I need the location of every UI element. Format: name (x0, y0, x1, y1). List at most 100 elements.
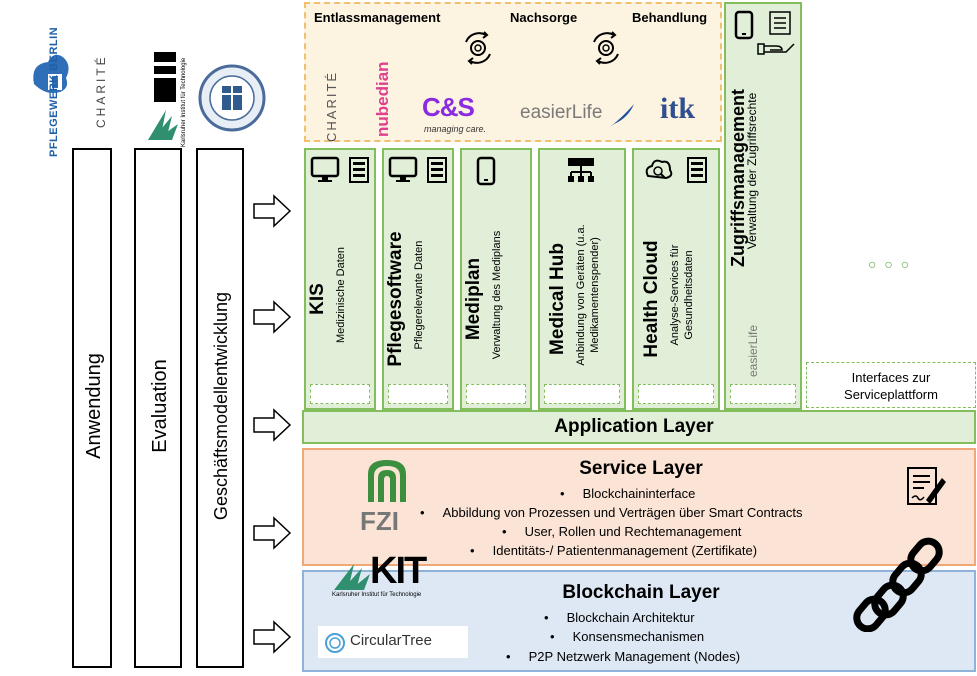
easierlife-logo: easierLife (520, 102, 603, 123)
blockchain-bullet-1: • Blockchain Architektur (544, 610, 695, 625)
kit-left-logo (146, 50, 186, 142)
pillar-geschaeft: Geschäftsmodellentwicklung (196, 148, 244, 668)
smartphone-icon (734, 10, 754, 40)
more-modules-ellipsis: ○ ○ ○ (868, 256, 912, 272)
kit-left-sub: Karlsruher Institut für Technologie (181, 57, 187, 147)
pillar-geschaeft-label: Geschäftsmodellentwicklung (211, 291, 231, 521)
module-health-cloud-sub-2: Gesundheitsdaten (683, 250, 695, 340)
blockchain-bullet-2-text: Konsensmechanismen (572, 629, 705, 644)
module-health-cloud[interactable]: Health Cloud Analyse-Services für Gesund… (632, 148, 720, 410)
module-health-cloud-sub-1: Analyse-Services für (669, 244, 681, 346)
module-health-cloud-interface (638, 384, 714, 404)
server-icon (427, 157, 447, 183)
charite-left-text: CHARITÉ (94, 54, 108, 128)
monitor-icon (310, 156, 340, 182)
arrow-right-icon (253, 408, 292, 442)
module-kis[interactable]: KIS Medizinische Daten (304, 148, 376, 410)
service-bullet-4: • Identitäts-/ Patientenmanagement (Zert… (470, 543, 758, 558)
pflegewerk-logo (26, 44, 76, 102)
module-kis-interface (310, 384, 370, 404)
module-kis-sub: Medizinische Daten (335, 247, 347, 343)
blockchain-bullet-3: • P2P Netzwerk Management (Nodes) (506, 649, 741, 664)
hand-icon (757, 43, 795, 55)
module-pflegesoftware-sub: Pflegerelevante Daten (413, 240, 425, 350)
module-medical-hub-title: Medical Hub (547, 243, 568, 355)
charite-logo: CHARITÉ (324, 70, 339, 142)
kit-logo-sub: Karlsruher Institut für Technologie (332, 592, 422, 598)
application-layer[interactable]: Application Layer (302, 410, 976, 444)
pillar-evaluation: Evaluation (134, 148, 182, 668)
module-pflegesoftware[interactable]: Pflegesoftware Pflegerelevante Daten (382, 148, 454, 410)
smartphone-icon (476, 156, 496, 186)
module-kis-title: KIS (307, 283, 328, 315)
circulartree-logo-box: CircularTree (318, 626, 468, 658)
module-pflegesoftware-interface (388, 384, 448, 404)
partner-box: Entlassmanagement Nachsorge Behandlung C… (304, 2, 722, 142)
fzi-logo-text: FZI (360, 506, 399, 536)
feather-icon (608, 104, 634, 128)
checklist-icon (769, 11, 791, 35)
module-medical-hub-sub-2: Medikamentenspender) (589, 237, 601, 353)
arrow-right-icon (253, 300, 292, 334)
itk-logo: itk (660, 92, 696, 125)
arrow-right-icon (253, 194, 292, 228)
arrow-right-icon (253, 620, 292, 654)
module-health-cloud-title: Health Cloud (641, 240, 662, 358)
service-bullet-1-text: Blockchaininterface (582, 486, 696, 501)
service-bullet-3: • User, Rollen und Rechtemanagement (502, 524, 742, 539)
pflegewerk-text: PFLEGEWERK BERLIN (48, 26, 60, 157)
kit-logo-text: KIT (370, 550, 427, 592)
arrow-right-icon (253, 516, 292, 550)
fzi-logo-icon (368, 460, 406, 502)
application-layer-title: Application Layer (554, 416, 714, 437)
server-icon (349, 157, 369, 183)
blockchain-layer[interactable]: Blockchain Layer • Blockchain Architektu… (302, 537, 976, 672)
service-bullet-2: • Abbildung von Prozessen und Verträgen … (420, 505, 803, 520)
label-nachsorge: Nachsorge (510, 10, 578, 25)
label-behandlung: Behandlung (632, 10, 708, 25)
interfaces-label: Interfaces zur Serviceplattform (844, 370, 938, 402)
cloud-search-icon (645, 159, 673, 180)
pillar-anwendung-label: Anwendung (83, 353, 105, 459)
blockchain-bullet-2: • Konsensmechanismen (550, 629, 705, 644)
chain-link-icon (853, 537, 943, 632)
network-hub-icon (568, 158, 594, 182)
service-bullet-3-text: User, Rollen und Rechtemanagement (524, 524, 742, 539)
module-mediplan-interface (466, 384, 526, 404)
cycle-gear-icon (593, 31, 619, 65)
service-bullet-1: • Blockchaininterface (560, 486, 696, 501)
blockchain-bullet-3-text: P2P Netzwerk Management (Nodes) (528, 649, 741, 664)
circulartree-icon (325, 633, 345, 653)
cs-logo: C&S (422, 92, 475, 122)
service-layer[interactable]: Service Layer • Blockchaininterface • Ab… (302, 448, 976, 566)
service-bullet-2-text: Abbildung von Prozessen und Verträgen üb… (442, 505, 803, 520)
nubedian-logo: nubedian (373, 61, 392, 137)
cycle-gear-icon (465, 31, 491, 65)
interfaces-box: Interfaces zur Serviceplattform (806, 362, 976, 408)
university-seal (198, 64, 266, 132)
service-layer-title: Service Layer (579, 458, 703, 479)
pillar-evaluation-label: Evaluation (149, 359, 171, 453)
module-mediplan-sub: Verwaltung des Mediplans (491, 230, 503, 360)
cs-logo-sub: managing care. (424, 124, 487, 134)
contract-sign-icon (907, 467, 946, 505)
blockchain-bullet-1-text: Blockchain Architektur (566, 610, 695, 625)
service-bullet-4-text: Identitäts-/ Patientenmanagement (Zertif… (492, 543, 758, 558)
kit-logo-icon (334, 564, 370, 590)
blockchain-layer-title: Blockchain Layer (562, 582, 720, 603)
zugriff-easierlife-logo: easierLife (746, 324, 760, 378)
module-zugriffsmanagement-sub: Verwaltung der Zugriffsrechte (745, 92, 759, 250)
module-zugriff-interface (730, 384, 796, 404)
server-icon (687, 157, 707, 183)
module-zugriffsmanagement[interactable]: Zugriffsmanagement Verwaltung der Zugrif… (724, 2, 802, 410)
module-medical-hub-sub-1: Anbindung von Geräten (u.a. (575, 224, 587, 366)
module-mediplan-title: Mediplan (463, 257, 484, 341)
module-pflegesoftware-title: Pflegesoftware (385, 231, 406, 367)
module-medical-hub[interactable]: Medical Hub Anbindung von Geräten (u.a. … (538, 148, 626, 410)
label-entlassmanagement: Entlassmanagement (314, 10, 441, 25)
pillar-anwendung: Anwendung (72, 148, 112, 668)
monitor-icon (388, 156, 418, 182)
circulartree-text: CircularTree (350, 632, 432, 649)
module-mediplan[interactable]: Mediplan Verwaltung des Mediplans (460, 148, 532, 410)
module-medical-hub-interface (544, 384, 620, 404)
